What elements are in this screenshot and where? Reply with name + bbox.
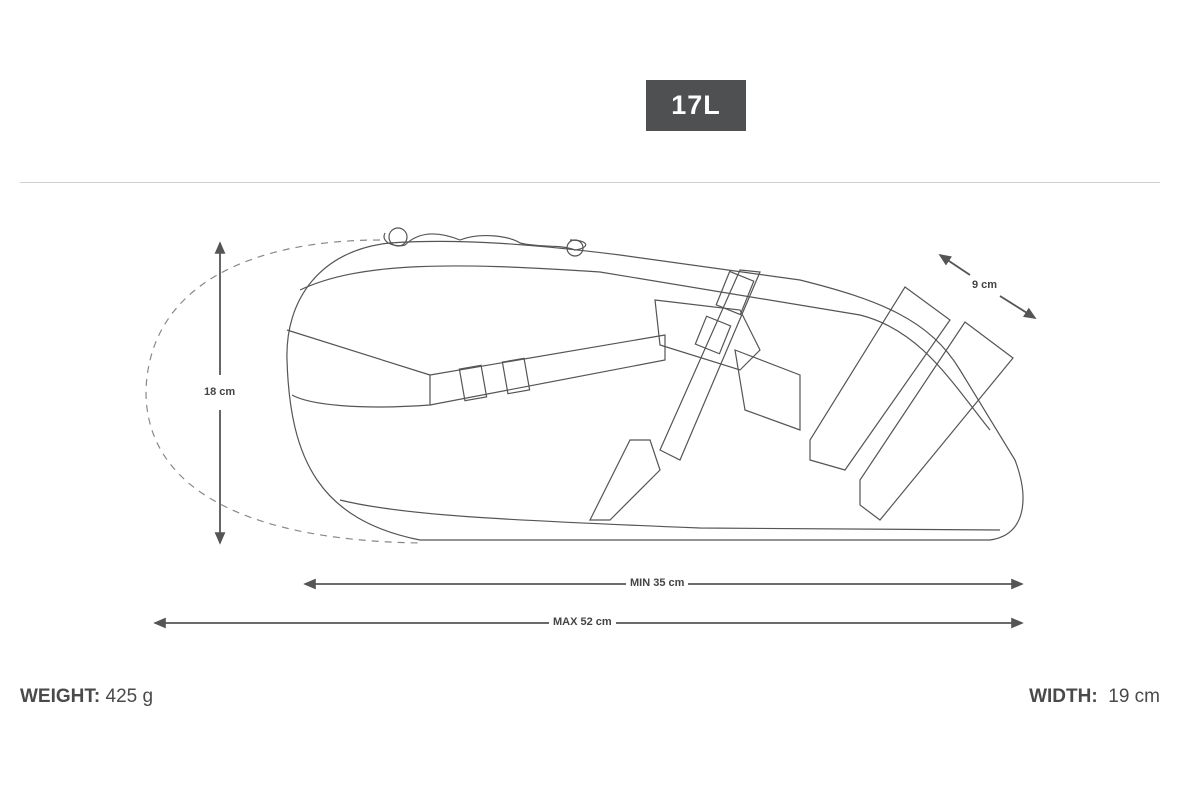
min-length-label: MIN 35 cm bbox=[626, 577, 689, 589]
weight-spec: WEIGHT: 425 g bbox=[20, 686, 153, 708]
weight-label: WEIGHT: bbox=[20, 686, 101, 707]
height-label: 18 cm bbox=[200, 386, 240, 398]
volume-badge: 17L bbox=[646, 80, 746, 131]
weight-value: 425 g bbox=[105, 686, 154, 707]
bag-illustration bbox=[286, 227, 1024, 541]
max-length-label: MAX 52 cm bbox=[549, 616, 616, 628]
width-label: WIDTH: bbox=[1029, 686, 1098, 707]
width-spec: WIDTH: 19 cm bbox=[1029, 686, 1160, 708]
extended-outline bbox=[145, 239, 421, 544]
depth-label: 9 cm bbox=[968, 279, 1002, 291]
divider bbox=[20, 182, 1160, 183]
width-value: 19 cm bbox=[1108, 686, 1160, 707]
depth-arrow bbox=[938, 254, 971, 276]
